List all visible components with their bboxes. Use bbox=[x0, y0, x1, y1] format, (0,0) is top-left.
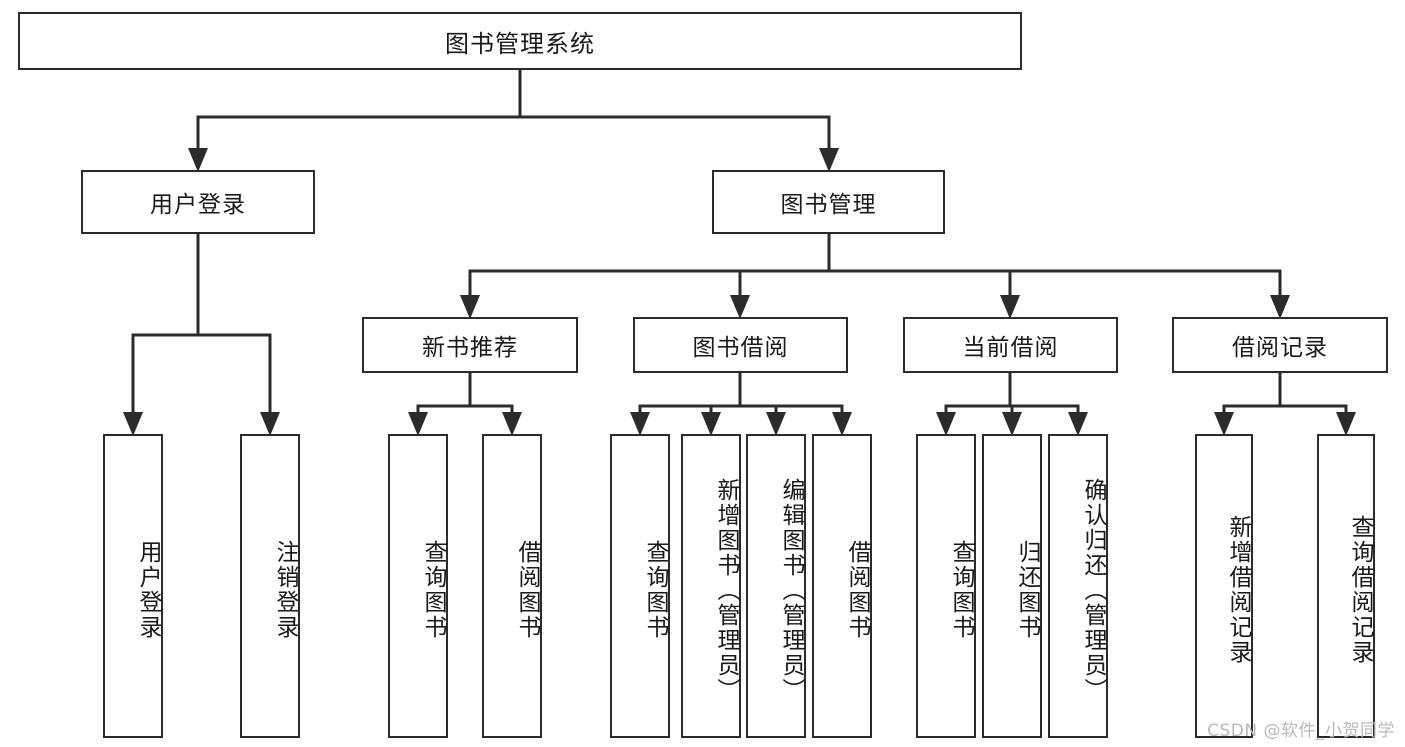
arrow-current-borrow bbox=[1000, 295, 1020, 319]
arrow-leaf-query-book-rec bbox=[408, 412, 428, 436]
node-leaf-query-record[interactable]: 查询借阅记录 bbox=[1317, 434, 1375, 738]
arrow-leaf-add-book bbox=[701, 412, 721, 436]
arrow-new-book-rec bbox=[460, 295, 480, 319]
arrow-leaf-borrow-book bbox=[832, 412, 852, 436]
node-leaf-return-book-label: 归还图书 bbox=[1014, 540, 1040, 640]
node-leaf-borrow-book-rec-label: 借阅图书 bbox=[514, 540, 540, 640]
arrow-book-manage bbox=[819, 148, 839, 172]
csdn-watermark: CSDN @软件_小贺同学 bbox=[1207, 721, 1395, 741]
node-leaf-query-book-rec-label: 查询图书 bbox=[420, 540, 446, 640]
arrow-leaf-query-record bbox=[1336, 412, 1356, 436]
node-current-borrow-label: 当前借阅 bbox=[962, 335, 1059, 361]
node-book-borrow[interactable]: 图书借阅 bbox=[633, 317, 848, 373]
arrow-leaf-query-book bbox=[630, 412, 650, 436]
node-leaf-user-login[interactable]: 用户登录 bbox=[103, 434, 163, 738]
node-root[interactable]: 图书管理系统 bbox=[18, 12, 1022, 70]
node-leaf-add-record-label: 新增借阅记录 bbox=[1225, 515, 1251, 665]
node-book-manage[interactable]: 图书管理 bbox=[712, 170, 945, 234]
node-leaf-add-book-label: 新增图书（管理员） bbox=[713, 477, 739, 703]
arrow-leaf-confirm-return bbox=[1068, 412, 1088, 436]
arrow-leaf-borrow-book-rec bbox=[502, 412, 522, 436]
node-current-borrow[interactable]: 当前借阅 bbox=[903, 317, 1118, 373]
arrow-leaf-edit-book bbox=[766, 412, 786, 436]
arrow-leaf-user-login bbox=[123, 412, 143, 436]
node-root-label: 图书管理系统 bbox=[445, 29, 595, 58]
node-leaf-user-login-label: 用户登录 bbox=[135, 540, 161, 640]
node-borrow-record[interactable]: 借阅记录 bbox=[1172, 317, 1388, 373]
node-leaf-return-book[interactable]: 归还图书 bbox=[982, 434, 1042, 738]
node-leaf-borrow-book-rec[interactable]: 借阅图书 bbox=[482, 434, 542, 738]
node-leaf-borrow-book[interactable]: 借阅图书 bbox=[812, 434, 872, 738]
node-leaf-logout-label: 注销登录 bbox=[272, 540, 298, 640]
node-leaf-query-book-cur-label: 查询图书 bbox=[948, 540, 974, 640]
arrow-leaf-logout bbox=[260, 412, 280, 436]
node-leaf-edit-book-label: 编辑图书（管理员） bbox=[778, 477, 804, 703]
arrowheads bbox=[123, 148, 1356, 436]
node-borrow-record-label: 借阅记录 bbox=[1232, 335, 1328, 361]
node-leaf-logout[interactable]: 注销登录 bbox=[240, 434, 300, 738]
node-leaf-add-record[interactable]: 新增借阅记录 bbox=[1195, 434, 1253, 738]
arrow-user-login bbox=[188, 148, 208, 172]
node-leaf-confirm-return-label: 确认归还（管理员） bbox=[1080, 477, 1106, 703]
node-leaf-query-book-label: 查询图书 bbox=[642, 540, 668, 640]
node-leaf-query-book[interactable]: 查询图书 bbox=[610, 434, 670, 738]
node-book-manage-label: 图书管理 bbox=[780, 192, 877, 218]
node-new-book-rec-label: 新书推荐 bbox=[422, 335, 518, 361]
arrow-book-borrow bbox=[730, 295, 750, 319]
node-leaf-query-book-rec[interactable]: 查询图书 bbox=[388, 434, 448, 738]
arrow-leaf-query-book-cur bbox=[936, 412, 956, 436]
node-leaf-add-book[interactable]: 新增图书（管理员） bbox=[681, 434, 741, 738]
node-user-login-label: 用户登录 bbox=[150, 192, 246, 218]
node-user-login[interactable]: 用户登录 bbox=[81, 170, 315, 234]
node-book-borrow-label: 图书借阅 bbox=[692, 335, 789, 361]
node-new-book-rec[interactable]: 新书推荐 bbox=[362, 317, 578, 373]
node-leaf-query-record-label: 查询借阅记录 bbox=[1347, 515, 1373, 665]
node-leaf-confirm-return[interactable]: 确认归还（管理员） bbox=[1048, 434, 1108, 738]
arrow-leaf-return-book bbox=[1002, 412, 1022, 436]
node-leaf-edit-book[interactable]: 编辑图书（管理员） bbox=[746, 434, 806, 738]
node-leaf-borrow-book-label: 借阅图书 bbox=[844, 540, 870, 640]
arrow-leaf-add-record bbox=[1214, 412, 1234, 436]
arrow-borrow-record bbox=[1270, 295, 1290, 319]
node-leaf-query-book-cur[interactable]: 查询图书 bbox=[916, 434, 976, 738]
